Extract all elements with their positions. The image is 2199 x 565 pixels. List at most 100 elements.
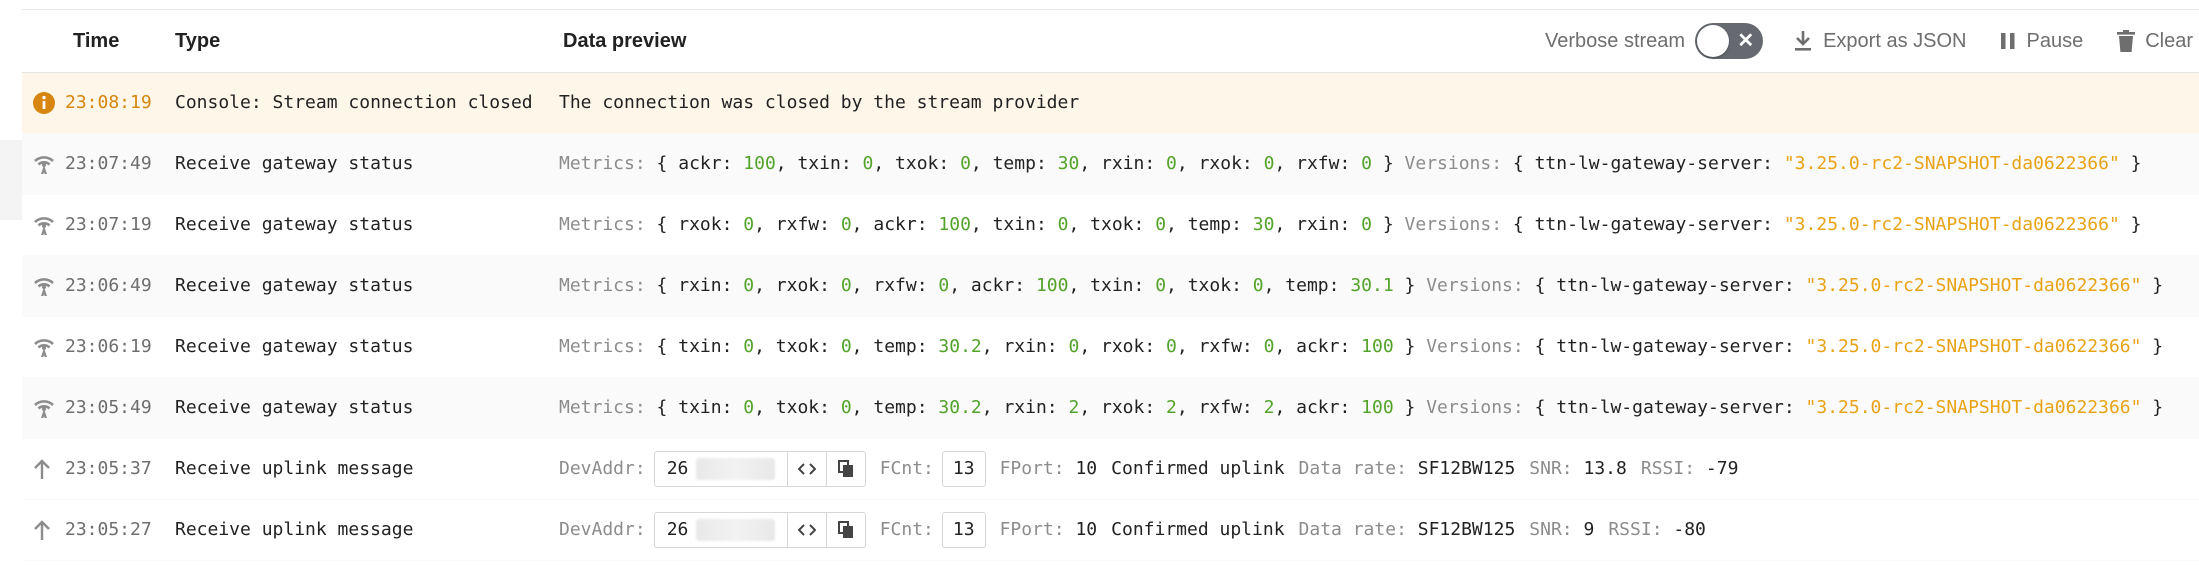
separator: , bbox=[775, 153, 798, 174]
separator: , bbox=[873, 153, 896, 174]
separator: , bbox=[754, 275, 776, 296]
brace: } bbox=[2119, 214, 2142, 235]
event-row-gateway-status[interactable]: 23:07:19 Receive gateway status Metrics:… bbox=[22, 195, 2199, 256]
close-icon: ✕ bbox=[1737, 30, 1755, 52]
brace: } bbox=[2141, 397, 2164, 418]
field-key: rxok: bbox=[775, 275, 841, 296]
field-value: 100 bbox=[743, 153, 776, 174]
export-json-button[interactable]: Export as JSON bbox=[1793, 30, 1966, 53]
gateway-wifi-icon bbox=[32, 195, 56, 255]
event-type: Receive gateway status bbox=[175, 153, 414, 174]
toggle-byte-format-button[interactable] bbox=[786, 452, 826, 486]
download-icon bbox=[1795, 31, 1812, 51]
field-value: 100 bbox=[1035, 275, 1069, 296]
event-row-uplink[interactable]: 23:05:37 Receive uplink message DevAddr:… bbox=[22, 439, 2199, 500]
separator: , bbox=[1176, 153, 1199, 174]
devaddr-redacted bbox=[696, 458, 775, 480]
event-row-gateway-status[interactable]: 23:06:49 Receive gateway status Metrics:… bbox=[22, 256, 2199, 317]
field-value: 0 bbox=[840, 336, 852, 357]
metrics-label: Metrics: bbox=[559, 214, 657, 235]
fport-label: FPort: bbox=[999, 519, 1065, 540]
event-row-gateway-status[interactable]: 23:05:49 Receive gateway status Metrics:… bbox=[22, 378, 2199, 439]
brace: } bbox=[1372, 153, 1394, 174]
pause-button[interactable]: Pause bbox=[2000, 30, 2083, 53]
clear-label: Clear bbox=[2145, 29, 2193, 52]
field-value: 0 bbox=[840, 397, 852, 418]
separator: , bbox=[1079, 336, 1101, 357]
gateway-wifi-icon bbox=[32, 256, 56, 316]
field-value: 0 bbox=[1252, 275, 1264, 296]
status-preview: Metrics: { txin: 0, txok: 0, temp: 30.2,… bbox=[559, 317, 2163, 377]
field-key: ttn-lw-gateway-server: bbox=[1534, 153, 1784, 174]
code-icon bbox=[797, 524, 816, 536]
field-value: 0 bbox=[743, 275, 755, 296]
separator: , bbox=[1079, 397, 1101, 418]
field-value: 0 bbox=[743, 214, 755, 235]
fport-label: FPort: bbox=[999, 458, 1065, 479]
gateway-wifi-icon bbox=[32, 378, 56, 438]
event-type: Receive gateway status bbox=[175, 275, 414, 296]
separator: , bbox=[851, 214, 874, 235]
brace: } bbox=[2141, 275, 2164, 296]
devaddr-value: 26 bbox=[666, 519, 689, 540]
field-key: txok: bbox=[1090, 214, 1156, 235]
separator: , bbox=[981, 336, 1004, 357]
event-type: Receive uplink message bbox=[175, 519, 414, 540]
field-value: 0 bbox=[1166, 153, 1177, 174]
event-row-gateway-status[interactable]: 23:07:49 Receive gateway status Metrics:… bbox=[22, 134, 2199, 195]
fcnt-label: FCnt: bbox=[879, 519, 934, 540]
field-key: txok: bbox=[1187, 275, 1253, 296]
status-preview: Metrics: { txin: 0, txok: 0, temp: 30.2,… bbox=[559, 378, 2163, 438]
separator: , bbox=[949, 275, 971, 296]
toggle-byte-format-button[interactable] bbox=[786, 513, 826, 547]
separator: , bbox=[754, 336, 776, 357]
brace: { bbox=[1512, 214, 1535, 235]
field-value: 0 bbox=[938, 275, 950, 296]
devaddr-field: 26 bbox=[653, 451, 866, 487]
confirmed-uplink-label: Confirmed uplink bbox=[1111, 519, 1285, 540]
brace: } bbox=[1372, 214, 1394, 235]
field-value: 100 bbox=[1361, 397, 1394, 418]
field-value: 0 bbox=[1155, 214, 1167, 235]
rssi-value: -80 bbox=[1673, 519, 1706, 540]
brace: } bbox=[2119, 153, 2142, 174]
copy-button[interactable] bbox=[825, 452, 865, 486]
separator: , bbox=[970, 153, 993, 174]
field-value: 0 bbox=[960, 153, 971, 174]
column-header-type: Type bbox=[175, 30, 221, 52]
gap bbox=[1415, 336, 1426, 357]
field-key: rxfw: bbox=[775, 214, 841, 235]
field-value: 30 bbox=[1252, 214, 1275, 235]
field-key: rxfw: bbox=[873, 275, 939, 296]
separator: , bbox=[1274, 214, 1297, 235]
event-row-stream-closed[interactable]: 23:08:19 Console: Stream connection clos… bbox=[22, 73, 2199, 134]
versions-label: Versions: bbox=[1426, 275, 1535, 296]
clear-button[interactable]: Clear bbox=[2117, 30, 2193, 53]
verbose-stream-toggle[interactable]: ✕ bbox=[1695, 23, 1764, 59]
field-value: "3.25.0-rc2-SNAPSHOT-da0622366" bbox=[1805, 397, 2142, 418]
copy-button[interactable] bbox=[825, 513, 865, 547]
rssi-label: RSSI: bbox=[1640, 458, 1696, 479]
snr-value: 9 bbox=[1583, 519, 1595, 540]
field-value: "3.25.0-rc2-SNAPSHOT-da0622366" bbox=[1805, 275, 2142, 296]
field-key: ackr: bbox=[1296, 336, 1362, 357]
devaddr-label: DevAddr: bbox=[559, 519, 646, 540]
event-message: The connection was closed by the stream … bbox=[559, 92, 1080, 113]
event-time: 23:05:27 bbox=[65, 519, 152, 540]
brace: { bbox=[656, 275, 679, 296]
data-rate-value: SF12BW125 bbox=[1417, 519, 1516, 540]
separator: , bbox=[851, 397, 874, 418]
separator: , bbox=[1166, 214, 1188, 235]
field-key: ackr: bbox=[970, 275, 1036, 296]
separator: , bbox=[1263, 275, 1286, 296]
brace: { bbox=[656, 214, 679, 235]
field-key: rxok: bbox=[1101, 397, 1167, 418]
separator: , bbox=[1079, 153, 1101, 174]
gap bbox=[1415, 275, 1426, 296]
gateway-wifi-icon bbox=[32, 134, 56, 194]
top-divider bbox=[22, 9, 2199, 10]
event-row-gateway-status[interactable]: 23:06:19 Receive gateway status Metrics:… bbox=[22, 317, 2199, 378]
event-row-uplink[interactable]: 23:05:27 Receive uplink message DevAddr:… bbox=[22, 500, 2199, 561]
